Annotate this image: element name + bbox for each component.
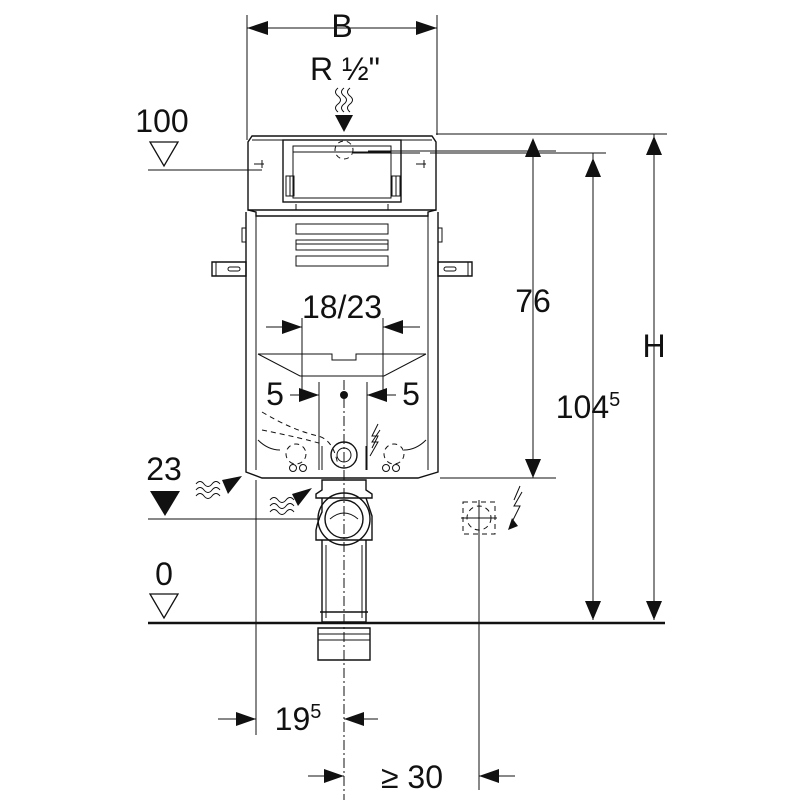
label-19: 19 [275, 701, 311, 737]
level-0: 0 [148, 556, 180, 620]
label-h: H [642, 328, 665, 364]
label-76: 76 [515, 283, 551, 319]
electric-icon [369, 423, 381, 457]
dimension-h: H [436, 133, 667, 620]
label-left-offset: 5 [266, 376, 284, 412]
water-supply-icon [335, 87, 353, 113]
level-23: 23 [146, 451, 320, 520]
label-104-sup: 5 [609, 389, 620, 411]
label-104: 104 [556, 389, 609, 425]
drain-pipe [315, 479, 373, 661]
svg-text:1045: 1045 [556, 389, 621, 425]
wall-bracket-left [211, 261, 247, 277]
label-power-distance: ≥ 30 [381, 759, 443, 795]
water-supply: R ½" [310, 51, 380, 132]
dimension-flush-spacing: 18/23 [266, 289, 420, 400]
dimension-b: B [246, 8, 438, 140]
label-19-sup: 5 [310, 701, 321, 723]
label-18-23: 18/23 [302, 289, 382, 325]
water-flow-icon [269, 497, 295, 515]
level-marker-icon [148, 593, 180, 620]
electric-icon [511, 485, 523, 523]
label-b: B [331, 8, 352, 44]
water-flow-icon [195, 481, 221, 499]
svg-text:195: 195 [275, 701, 322, 737]
level-100: 100 [135, 103, 262, 171]
cistern-frame [241, 135, 443, 479]
socket [461, 485, 523, 790]
level-marker-icon [150, 491, 180, 516]
dimension-offsets: 5 5 [266, 376, 420, 470]
label-level-23: 23 [146, 451, 182, 487]
dimension-104-5: 1045 [430, 152, 621, 620]
label-level-100: 100 [135, 103, 188, 139]
label-right-offset: 5 [402, 376, 420, 412]
label-supply-thread: R ½" [310, 51, 380, 87]
dimension-76: 76 [368, 138, 556, 479]
label-level-0: 0 [155, 556, 173, 592]
dimension-30: ≥ 30 [308, 759, 515, 795]
level-marker-icon [148, 141, 180, 168]
wall-bracket-right [437, 261, 473, 277]
dimension-19-5: 195 [218, 480, 378, 737]
